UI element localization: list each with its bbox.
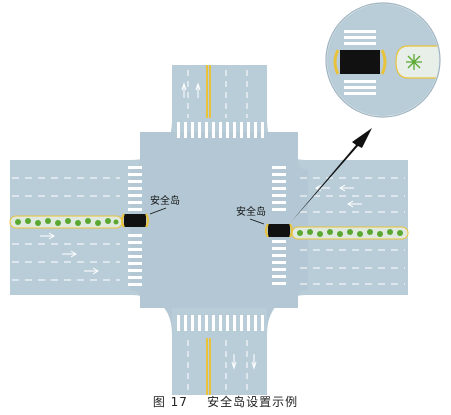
- lane-arrow-icon: [62, 250, 77, 258]
- lane-arrow-icon: [195, 82, 201, 98]
- junction-area: [130, 132, 308, 308]
- corner-se: [267, 295, 308, 335]
- lane-arrow-icon: [84, 267, 99, 275]
- shrub-icon: [15, 218, 119, 226]
- west-lane-arrows: [40, 232, 99, 275]
- pointer-arrow-icon: [291, 128, 372, 222]
- east-median: [291, 226, 409, 240]
- corner-nw: [130, 120, 172, 160]
- south-crosswalk: [177, 315, 264, 331]
- lane-arrow-icon: [315, 184, 330, 192]
- safety-island-left: [121, 207, 167, 228]
- figure-caption: 图 17 安全岛设置示例: [0, 393, 451, 410]
- corner-sw: [130, 295, 172, 335]
- lane-arrow-icon: [181, 82, 187, 98]
- figure-title: 安全岛设置示例: [207, 395, 299, 409]
- south-approach-markings: [187, 338, 257, 395]
- shrub-icon: [406, 54, 422, 70]
- west-lane-lines: [12, 177, 120, 281]
- shrub-icon: [297, 229, 403, 237]
- east-lane-lines: [300, 177, 405, 285]
- figure-number: 图 17: [152, 395, 188, 409]
- safety-island-label-left: 安全岛: [150, 196, 180, 207]
- north-crosswalk: [177, 122, 264, 138]
- zoom-callout-circle: [325, 2, 441, 118]
- safety-island-label-right: 安全岛: [236, 207, 266, 218]
- east-lane-arrows: [315, 184, 362, 208]
- safety-island-right: [249, 218, 293, 238]
- lane-arrow-icon: [40, 232, 55, 240]
- corner-ne: [267, 120, 308, 160]
- lane-arrow-icon: [347, 200, 362, 208]
- west-median: [9, 215, 123, 229]
- north-approach-markings: [181, 65, 248, 118]
- west-crosswalk: [128, 166, 142, 286]
- lane-arrow-icon: [339, 184, 354, 192]
- east-crosswalk: [272, 166, 286, 285]
- lane-arrow-icon: [231, 354, 237, 370]
- lane-arrow-icon: [251, 354, 257, 370]
